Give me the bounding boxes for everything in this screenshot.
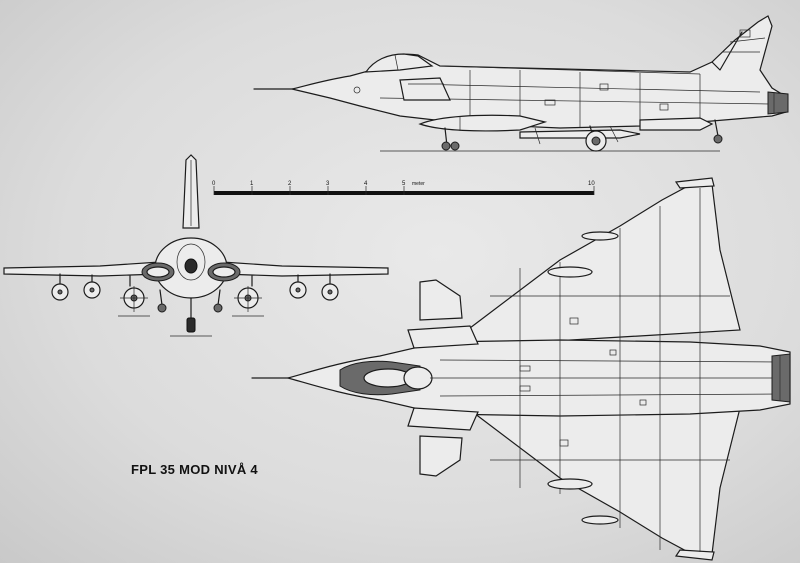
side-exhaust [767, 91, 789, 115]
side-view [253, 15, 789, 152]
side-fin-edge [711, 31, 743, 71]
front-stores [51, 273, 339, 317]
scale-tick-1: 1 [250, 181, 254, 187]
side-drop-tank [418, 114, 548, 132]
scale-tick-2: 2 [288, 181, 292, 187]
plan-lower-wing [469, 391, 741, 555]
drawing-title: FPL 35 MOD NIVÅ 4 [131, 462, 258, 477]
plan-upper-canard [419, 279, 463, 321]
plan-upper-wingtip-rail [674, 177, 715, 189]
plan-view [251, 177, 791, 561]
scale-tick-3: 3 [326, 181, 330, 187]
plan-lower-intake [407, 407, 479, 431]
side-tail-bumper [713, 134, 723, 144]
side-rear-pod [639, 117, 714, 131]
plan-upper-wing [469, 183, 741, 347]
plan-upper-store [547, 266, 593, 278]
side-nose-wheel [441, 141, 451, 151]
side-air-intake [399, 77, 451, 101]
plan-lower-wingtip-rail [674, 549, 715, 561]
scale-tick-10: 10 [588, 181, 595, 187]
plan-exhaust [771, 353, 791, 403]
plan-upper-intake [407, 325, 479, 349]
front-view [3, 154, 389, 337]
scale-unit: meter [412, 181, 425, 187]
side-missile [519, 129, 641, 139]
side-canopy [364, 53, 434, 73]
plan-lower-store [547, 478, 593, 490]
scale-tick-4: 4 [364, 181, 368, 187]
front-nose-wheel [186, 317, 196, 333]
scale-bar: 0 1 2 3 4 5 meter 10 [212, 181, 595, 195]
plan-lower-canard [419, 435, 463, 477]
front-nose [184, 258, 198, 274]
scale-tick-5: 5 [402, 181, 406, 187]
scale-tick-0: 0 [212, 181, 216, 187]
